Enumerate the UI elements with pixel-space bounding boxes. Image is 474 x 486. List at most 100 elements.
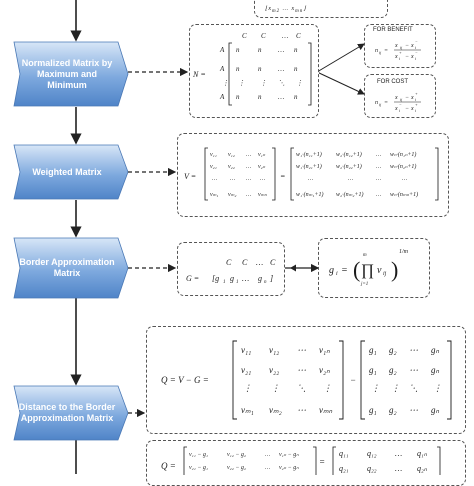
- svg-text:⋱: ⋱: [297, 383, 306, 393]
- step-shape-distance: [13, 385, 129, 441]
- svg-text:v₂₁: v₂₁: [210, 164, 217, 170]
- svg-text:wₙ·(n₁ₙ+1): wₙ·(n₁ₙ+1): [390, 151, 416, 158]
- svg-text:gₙ: gₙ: [431, 405, 440, 415]
- svg-text:x: x: [410, 106, 414, 112]
- svg-text:…: …: [265, 452, 270, 458]
- svg-text:…: …: [395, 449, 402, 458]
- svg-text:i: i: [415, 56, 416, 61]
- svg-text:n: n: [236, 65, 240, 73]
- svg-text:v₁₂: v₁₂: [228, 152, 235, 158]
- svg-text:−: −: [405, 43, 409, 49]
- svg-text:q₁₁: q₁₁: [339, 449, 349, 458]
- svg-text:⋯: ⋯: [409, 345, 418, 355]
- svg-text:ij: ij: [379, 102, 382, 107]
- svg-text:x: x: [394, 43, 398, 49]
- svg-text:−: −: [405, 95, 409, 101]
- svg-text:vₘ₂: vₘ₂: [228, 192, 237, 198]
- svg-text:q₂₂: q₂₂: [367, 464, 377, 473]
- svg-text:…: …: [278, 65, 284, 73]
- svg-text:gₙ: gₙ: [431, 345, 440, 355]
- svg-text:…: …: [256, 258, 263, 267]
- svg-text:⋮: ⋮: [371, 383, 380, 393]
- svg-text:n: n: [375, 48, 378, 54]
- step-shape-weighted: [13, 144, 129, 200]
- svg-text:q₂₁: q₂₁: [339, 464, 349, 473]
- svg-text:⋱: ⋱: [278, 79, 285, 87]
- svg-text:…: …: [230, 176, 235, 182]
- svg-text:): ): [391, 257, 398, 282]
- step-shape-border: [13, 237, 129, 299]
- svg-text:x: x: [410, 54, 414, 60]
- arrow-to-cost: [316, 71, 365, 95]
- svg-text:…: …: [278, 46, 284, 54]
- svg-text:1: 1: [223, 280, 226, 285]
- svg-text:]: ]: [269, 274, 273, 283]
- svg-text:v₂ₙ: v₂ₙ: [258, 164, 266, 170]
- svg-text:−: −: [405, 106, 409, 112]
- svg-text:⋮: ⋮: [296, 79, 303, 87]
- svg-text:⋮: ⋮: [323, 383, 332, 393]
- svg-text:=: =: [384, 100, 388, 106]
- svg-text:…: …: [376, 164, 381, 170]
- svg-text:=: =: [341, 265, 348, 276]
- svg-text:A: A: [219, 46, 225, 54]
- top-formula-fragment: ⌊xm2 … xmn⌋: [265, 6, 307, 15]
- arrow-back-head: [290, 264, 296, 272]
- svg-text:g: g: [329, 265, 334, 276]
- svg-text:i: i: [399, 56, 400, 61]
- svg-text:j=1: j=1: [360, 282, 368, 287]
- svg-text:v₂₂ − g₂: v₂₂ − g₂: [227, 465, 246, 471]
- svg-text:i: i: [399, 108, 400, 113]
- svg-text:w₁·(n₂₁+1): w₁·(n₂₁+1): [296, 163, 322, 170]
- step-distance: Distance to the Border Approximation Mat…: [14, 386, 124, 440]
- svg-text:C: C: [261, 32, 266, 40]
- svg-text:⋮: ⋮: [260, 79, 267, 87]
- svg-text:w₂·(nₘ₂+1): w₂·(nₘ₂+1): [336, 191, 363, 198]
- svg-text:C: C: [242, 258, 248, 267]
- svg-text:i: i: [415, 97, 416, 102]
- svg-text:⋮: ⋮: [433, 383, 442, 393]
- svg-text:−: −: [405, 54, 409, 60]
- svg-text:v₁₂: v₁₂: [269, 345, 279, 355]
- svg-text:n: n: [375, 100, 378, 106]
- svg-text:⋯: ⋯: [297, 345, 306, 355]
- svg-text:g₁: g₁: [369, 405, 377, 415]
- svg-text:…: …: [246, 152, 251, 158]
- svg-text:n: n: [258, 93, 262, 101]
- svg-text:g₁: g₁: [369, 345, 377, 355]
- svg-text:=: =: [319, 457, 325, 467]
- svg-text:g: g: [258, 274, 262, 283]
- svg-text:−: −: [415, 39, 418, 44]
- svg-text:v: v: [377, 265, 382, 276]
- svg-text:m: m: [363, 253, 367, 258]
- svg-text:ij: ij: [400, 97, 403, 102]
- step-shape-normalized: [13, 41, 129, 107]
- benefit-label: FOR BENEFIT: [373, 27, 413, 33]
- svg-text:wₙ·(n₂ₙ+1): wₙ·(n₂ₙ+1): [390, 163, 416, 170]
- svg-text:⋯: ⋯: [297, 365, 306, 375]
- svg-text:A: A: [219, 65, 225, 73]
- step-border: Border Approximation Matrix: [14, 238, 124, 298]
- svg-text:g₂: g₂: [389, 405, 397, 415]
- step-distance-label: Distance to the Border Approximation Mat…: [18, 402, 116, 423]
- step-weighted-label: Weighted Matrix: [32, 166, 102, 177]
- svg-text:vₘₙ: vₘₙ: [258, 192, 267, 198]
- svg-text:…: …: [376, 176, 381, 182]
- svg-text:…: …: [246, 176, 251, 182]
- svg-text:V =: V =: [184, 172, 196, 181]
- svg-text:v₁ₙ − gₙ: v₁ₙ − gₙ: [279, 452, 299, 458]
- svg-text:N =: N =: [192, 70, 206, 79]
- svg-text:x: x: [394, 54, 398, 60]
- svg-text:v₂ₙ − gₙ: v₂ₙ − gₙ: [279, 465, 299, 471]
- svg-text:…: …: [376, 152, 381, 158]
- svg-text:…: …: [402, 176, 407, 182]
- svg-text:v₁ₙ: v₁ₙ: [258, 152, 266, 158]
- svg-text:i: i: [415, 108, 416, 113]
- step-border-label: Border Approximation Matrix: [19, 257, 115, 278]
- svg-text:v₂₁ − g₁: v₂₁ − g₁: [189, 465, 208, 471]
